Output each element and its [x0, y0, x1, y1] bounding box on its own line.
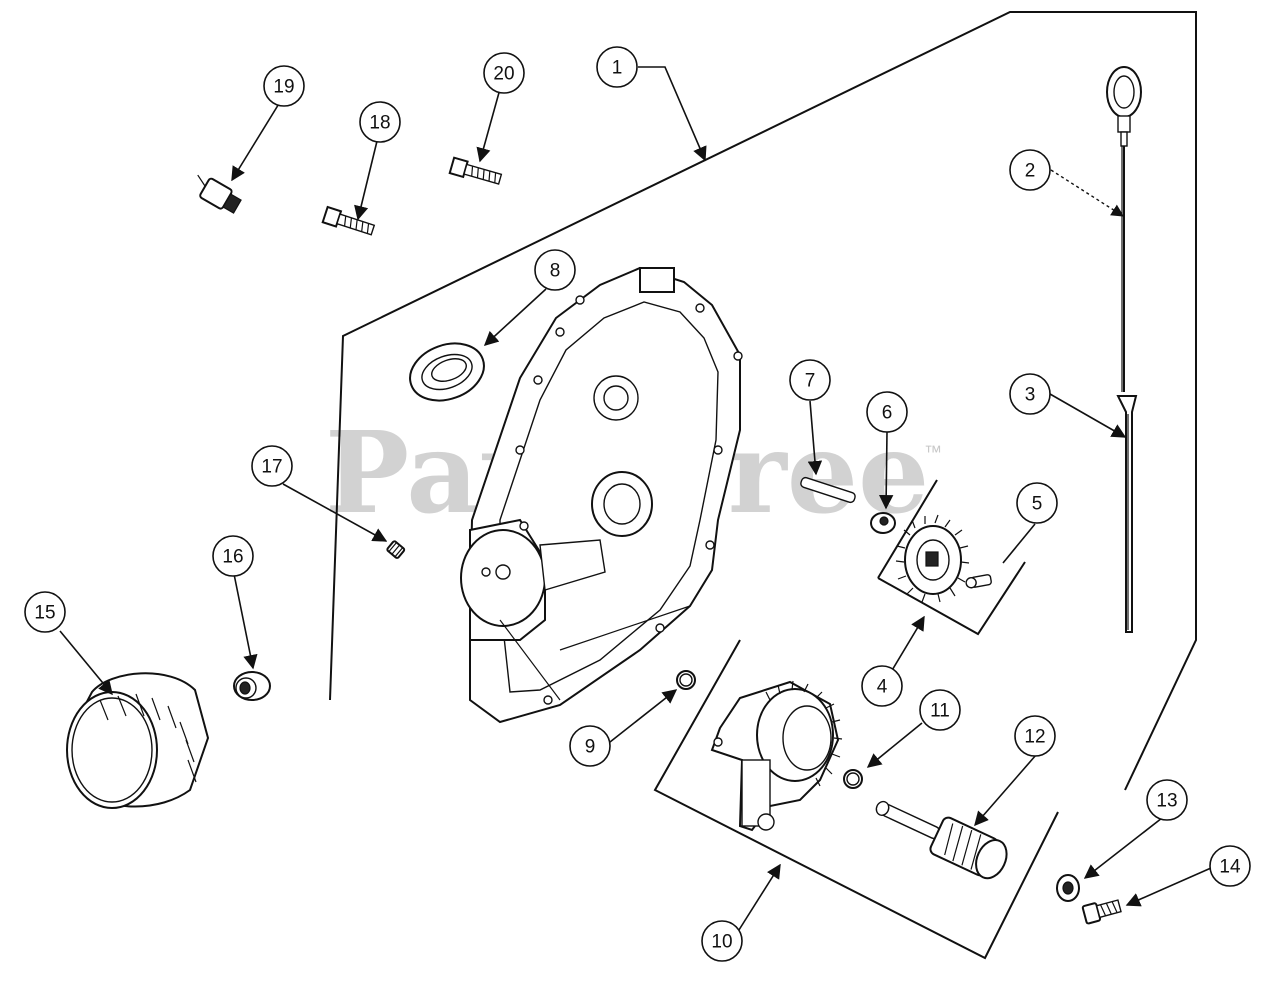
oil-pickup-part [875, 800, 1008, 880]
oil-pump-part [710, 680, 843, 832]
svg-text:3: 3 [1025, 385, 1036, 406]
plug-16-part [233, 671, 271, 701]
svg-text:14: 14 [1219, 857, 1241, 878]
svg-text:11: 11 [930, 701, 950, 722]
callout-8: 8 [534, 249, 576, 291]
callout-9: 9 [569, 725, 611, 767]
svg-text:1: 1 [612, 58, 623, 79]
bolt-20-part [448, 156, 503, 185]
o-ring-11-part [843, 769, 863, 789]
svg-text:9: 9 [585, 737, 596, 758]
svg-text:8: 8 [550, 261, 561, 282]
oil-seal-part [409, 342, 485, 402]
o-ring-9-part [676, 670, 696, 690]
callout-2: 2 [1009, 149, 1051, 191]
callout-4: 4 [861, 665, 903, 707]
dowel-pin-part [800, 476, 856, 504]
governor-gear-part [895, 514, 970, 603]
bolt-18-part [321, 205, 376, 236]
svg-text:18: 18 [369, 113, 390, 134]
leader-lines [59, 66, 1212, 942]
svg-text:16: 16 [222, 547, 243, 568]
drain-plug-part [1081, 899, 1122, 925]
washer-13-part [1056, 874, 1080, 902]
callout-16: 16 [212, 535, 254, 577]
assembly-boundary-outline [329, 11, 1197, 791]
svg-text:7: 7 [805, 371, 816, 392]
svg-text:6: 6 [882, 403, 893, 424]
crankcase-cover-part [460, 266, 743, 724]
callout-6: 6 [866, 391, 908, 433]
svg-text:2: 2 [1025, 161, 1036, 182]
oil-filter-part [66, 672, 210, 809]
callout-5: 5 [1016, 482, 1058, 524]
callout-10: 10 [701, 920, 743, 962]
svg-text:13: 13 [1156, 791, 1177, 812]
watermark-trademark: ™ [924, 442, 942, 462]
plug-17-part [386, 540, 406, 559]
callout-7: 7 [789, 359, 831, 401]
callout-17: 17 [251, 445, 293, 487]
callout-1: 1 [596, 46, 638, 88]
svg-text:5: 5 [1032, 494, 1043, 515]
callout-3: 3 [1009, 373, 1051, 415]
pin-5-part [965, 574, 992, 589]
dipstick-tube-part [1116, 395, 1138, 633]
svg-text:12: 12 [1024, 727, 1045, 748]
group-bracket-10 [653, 639, 1059, 960]
callout-12: 12 [1014, 715, 1056, 757]
callout-14: 14 [1209, 845, 1251, 887]
group-bracket-4 [877, 479, 1026, 636]
svg-text:19: 19 [273, 77, 294, 98]
svg-text:20: 20 [493, 64, 514, 85]
callout-11: 11 [919, 689, 961, 731]
svg-text:15: 15 [34, 603, 55, 624]
callout-15: 15 [24, 591, 66, 633]
svg-text:4: 4 [877, 677, 888, 698]
svg-text:10: 10 [711, 932, 732, 953]
oil-pressure-switch-part [197, 174, 242, 214]
callout-20: 20 [483, 52, 525, 94]
callout-19: 19 [263, 65, 305, 107]
dipstick-part [1106, 66, 1142, 392]
callout-13: 13 [1146, 779, 1188, 821]
svg-text:17: 17 [261, 457, 282, 478]
callout-18: 18 [359, 101, 401, 143]
washer-6-part [870, 512, 896, 534]
